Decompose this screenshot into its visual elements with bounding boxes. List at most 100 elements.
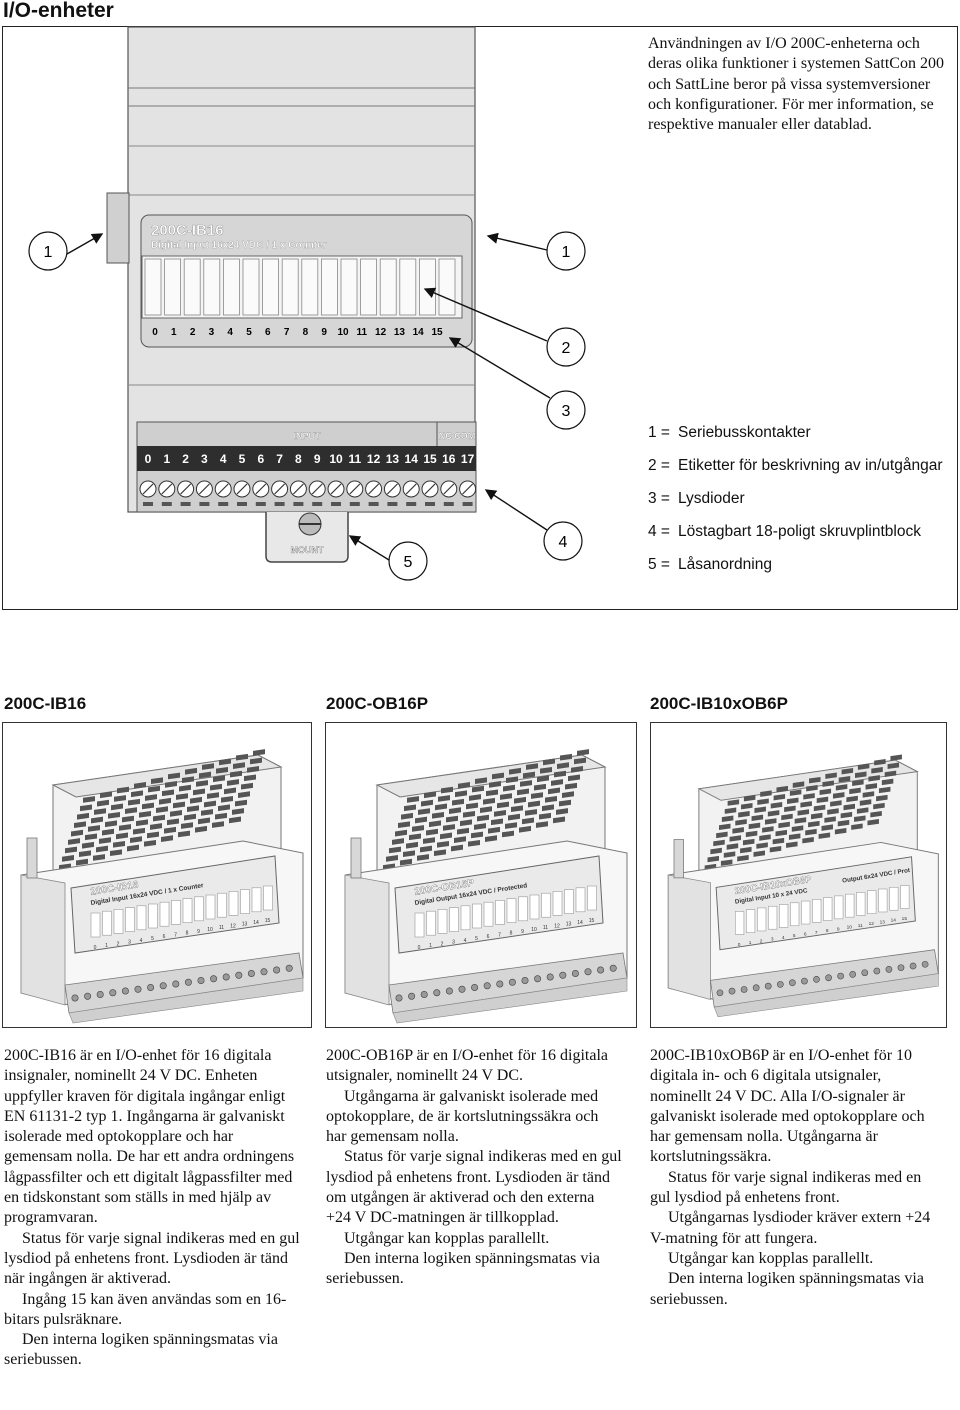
page-title: I/O-enheter [3, 0, 114, 22]
label-window [360, 258, 378, 316]
screw-terminal [139, 480, 157, 506]
screw-terminal [158, 480, 176, 506]
terminal-number: 0 [145, 452, 152, 466]
module-title-ib10xob6p: 200C-IB10xOB6P [650, 694, 788, 713]
svg-text:6: 6 [804, 932, 807, 938]
svg-text:12: 12 [230, 923, 236, 929]
svg-text:11: 11 [219, 925, 224, 931]
screw-terminal [440, 480, 458, 506]
terminal-number: 17 [461, 452, 475, 466]
label-window [418, 258, 436, 316]
led-number: 15 [431, 327, 443, 338]
terminal-nccom-label: NC COM [439, 431, 476, 441]
label-window [340, 258, 358, 316]
svg-text:14: 14 [577, 920, 583, 926]
svg-text:4: 4 [464, 938, 467, 944]
terminal-number: 6 [257, 452, 264, 466]
svg-text:13: 13 [566, 922, 572, 928]
label-window [399, 258, 417, 316]
svg-text:2: 2 [562, 340, 571, 357]
svg-text:10: 10 [207, 927, 213, 933]
label-window [222, 258, 240, 316]
module-title-ob16p: 200C-OB16P [326, 694, 429, 713]
svg-text:0: 0 [418, 945, 421, 951]
callout-3: 3 [448, 337, 586, 430]
led-number: 11 [357, 327, 368, 338]
terminal-number: 3 [201, 452, 208, 466]
svg-text:6: 6 [487, 934, 490, 940]
svg-text:3: 3 [452, 940, 455, 946]
terminal-number: 13 [386, 452, 400, 466]
svg-text:15: 15 [589, 918, 595, 924]
led-number: 6 [265, 327, 271, 338]
screw-terminal [346, 480, 364, 506]
svg-text:10: 10 [531, 927, 537, 933]
module-diagram-box [2, 26, 958, 610]
led-number: 10 [337, 327, 349, 338]
label-windows [144, 258, 456, 316]
svg-text:0: 0 [738, 942, 741, 948]
terminal-number: 5 [239, 452, 246, 466]
module-title-ib16: 200C-IB16 [4, 694, 87, 713]
label-window [301, 258, 319, 316]
led-number: 9 [321, 327, 327, 338]
module-front-diagram: 200C-IB16 Digital Input 16x24 VDC / 1 x … [28, 26, 586, 581]
label-window [164, 258, 182, 316]
screw-terminal [402, 480, 420, 506]
svg-text:3: 3 [562, 403, 571, 420]
screw-terminal [177, 480, 195, 506]
led-number: 4 [227, 327, 233, 338]
led-number: 1 [171, 327, 177, 338]
svg-text:3: 3 [771, 937, 774, 943]
screw-terminal [365, 480, 383, 506]
module-description-ob16p: 200C-OB16P är en I/O-enhet för 16 digita… [326, 1047, 622, 1288]
svg-text:8: 8 [826, 928, 829, 934]
svg-text:14: 14 [891, 918, 897, 924]
svg-text:2: 2 [117, 941, 120, 947]
svg-text:1: 1 [44, 244, 53, 261]
svg-text:2: 2 [441, 941, 444, 947]
svg-text:11: 11 [543, 925, 548, 931]
terminal-number: 1 [163, 452, 170, 466]
screw-terminal [459, 480, 477, 506]
label-window [203, 258, 221, 316]
svg-text:12: 12 [554, 923, 560, 929]
svg-text:4: 4 [140, 938, 143, 944]
svg-text:9: 9 [837, 926, 840, 932]
svg-text:7: 7 [174, 932, 177, 938]
svg-text:0: 0 [94, 945, 97, 951]
callout-2: 2 [423, 287, 586, 367]
module-description-ib10xob6p: 200C-IB10xOB6P är en I/O-enhet för 10 di… [650, 1047, 931, 1308]
led-number: 5 [246, 327, 252, 338]
svg-text:5: 5 [404, 554, 413, 571]
svg-text:12: 12 [869, 921, 875, 927]
led-number: 13 [394, 327, 406, 338]
screw-terminal [233, 480, 251, 506]
svg-text:11: 11 [858, 923, 863, 929]
terminal-number: 15 [423, 452, 437, 466]
legend-item-5: 5 =Låsanordning [648, 556, 772, 573]
svg-text:9: 9 [521, 929, 524, 935]
terminal-number: 16 [442, 452, 456, 466]
label-window [438, 258, 456, 316]
svg-text:5: 5 [793, 933, 796, 939]
terminal-number: 8 [295, 452, 302, 466]
svg-text:1: 1 [105, 943, 108, 949]
svg-text:1: 1 [562, 244, 571, 261]
led-number: 12 [375, 327, 387, 338]
led-number: 0 [152, 327, 158, 338]
screw-terminal [327, 480, 345, 506]
terminal-number: 10 [329, 452, 343, 466]
svg-text:7: 7 [498, 932, 501, 938]
legend-item-3: 3 =Lysdioder [648, 490, 745, 507]
svg-text:15: 15 [902, 916, 908, 922]
terminal-number: 4 [220, 452, 227, 466]
svg-text:1: 1 [749, 940, 752, 946]
terminal-input-label: INPUT [294, 431, 322, 441]
terminal-number: 9 [314, 452, 321, 466]
svg-text:13: 13 [880, 919, 886, 925]
